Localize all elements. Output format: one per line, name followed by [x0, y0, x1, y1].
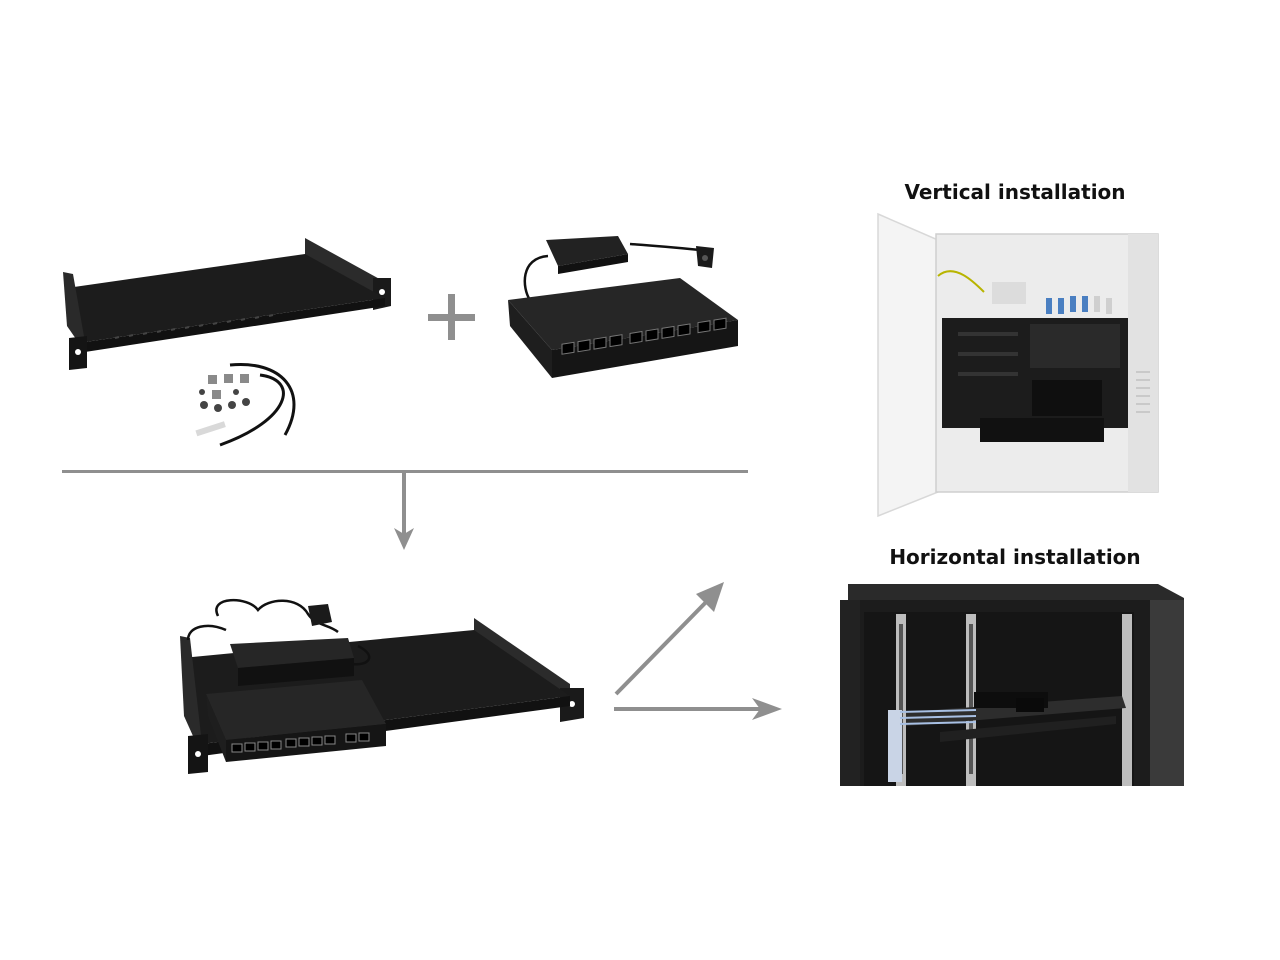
section-divider — [62, 470, 748, 473]
wall-enclosure-image — [877, 212, 1159, 518]
arrow-down-icon — [394, 472, 414, 550]
arrow-right-icon — [614, 698, 782, 720]
mounting-accessories-image — [195, 362, 296, 447]
horizontal-installation-title: Horizontal installation — [889, 545, 1141, 569]
vertical-installation-title: Vertical installation — [904, 180, 1126, 204]
rack-shelf-image — [63, 238, 391, 370]
assembled-shelf-image — [180, 598, 584, 774]
rack-cabinet-image — [840, 584, 1184, 786]
plus-icon — [428, 294, 475, 340]
arrow-up-right-icon — [614, 582, 724, 696]
poe-switch-image — [508, 236, 738, 378]
